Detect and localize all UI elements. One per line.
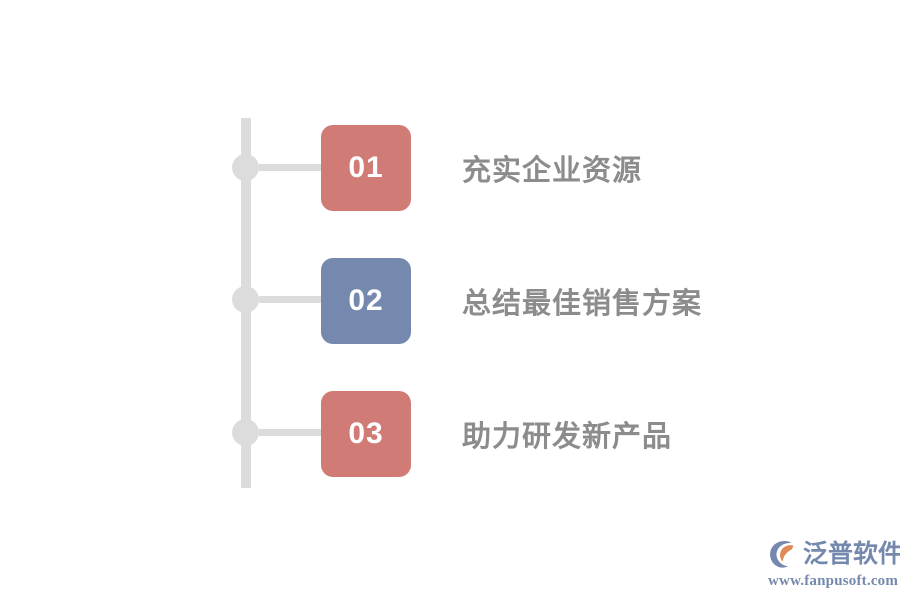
step-label-1: 充实企业资源: [462, 155, 643, 187]
timeline-step-1: 01 充实企业资源: [321, 125, 642, 211]
timeline-step-2: 02 总结最佳销售方案: [321, 258, 702, 344]
brand-top-row: 泛普软件: [766, 536, 900, 572]
timeline-node-2: [232, 286, 259, 313]
fanpu-logo-icon: [766, 537, 800, 571]
step-number-badge-1: 01: [321, 125, 411, 211]
brand-url: www.fanpusoft.com: [768, 573, 899, 589]
step-number-badge-3: 03: [321, 391, 411, 477]
timeline-node-1: [232, 154, 259, 181]
timeline-connector-3: [259, 429, 323, 436]
step-label-3: 助力研发新产品: [462, 421, 673, 453]
timeline-node-3: [232, 419, 259, 446]
timeline-connector-1: [259, 164, 323, 171]
step-label-2: 总结最佳销售方案: [462, 288, 703, 320]
step-number-badge-2: 02: [321, 258, 411, 344]
brand-name: 泛普软件: [803, 539, 900, 568]
timeline-connector-2: [259, 296, 323, 303]
brand-watermark: 泛普软件 www.fanpusoft.com: [766, 536, 900, 592]
timeline-step-3: 03 助力研发新产品: [321, 391, 672, 477]
